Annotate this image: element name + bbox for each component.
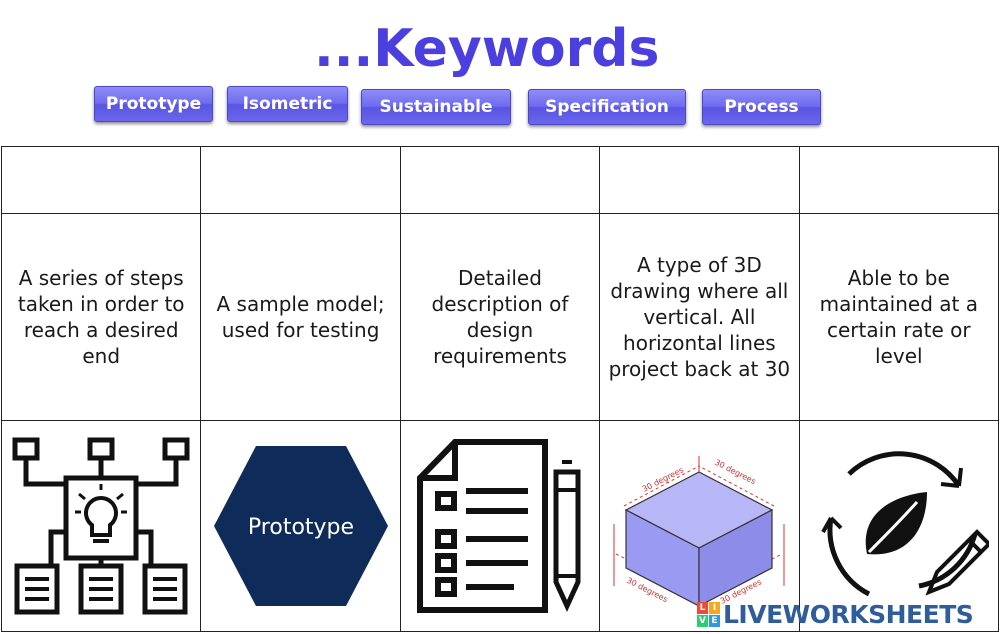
keyword-chip-process[interactable]: Process <box>702 89 821 125</box>
image-cell-2: Prototype <box>200 419 401 633</box>
keyword-chip-sustainable[interactable]: Sustainable <box>361 89 511 125</box>
definition-4: A type of 3D drawing where all vertical.… <box>599 213 800 421</box>
keyword-chip-specification[interactable]: Specification <box>528 89 686 125</box>
drop-zone-1[interactable] <box>0 145 202 215</box>
image-cell-5 <box>798 419 1000 633</box>
image-row: Prototype <box>0 419 1000 633</box>
image-cell-4: 30 degrees 30 degrees 30 degrees 30 degr… <box>599 419 800 633</box>
keyword-chip-prototype[interactable]: Prototype <box>94 86 213 122</box>
liveworksheets-logo-mark: L I V E <box>697 601 720 627</box>
drop-zone-4[interactable] <box>599 145 800 215</box>
liveworksheets-logo: L I V E LIVEWORKSHEETS <box>697 599 997 629</box>
definition-3: Detailed description of design requireme… <box>399 213 601 421</box>
answer-row <box>0 145 1000 215</box>
drop-zone-2[interactable] <box>200 145 401 215</box>
definition-5: Able to be maintained at a certain rate … <box>798 213 1000 421</box>
flowchart-lightbulb-icon <box>12 437 190 615</box>
drop-zone-3[interactable] <box>399 145 601 215</box>
definition-1: A series of steps taken in order to reac… <box>0 213 202 421</box>
specification-document-pencil-icon <box>416 438 581 613</box>
isometric-cube-icon: 30 degrees 30 degrees 30 degrees 30 degr… <box>613 455 785 607</box>
prototype-hexagon-label: Prototype <box>248 515 354 540</box>
image-cell-3 <box>399 419 601 633</box>
angle-label: 30 degrees <box>713 458 757 486</box>
keyword-chip-isometric[interactable]: Isometric <box>227 86 348 122</box>
keyword-match-table: A series of steps taken in order to reac… <box>0 145 1000 633</box>
definition-row: A series of steps taken in order to reac… <box>0 213 1000 421</box>
drop-zone-5[interactable] <box>798 145 1000 215</box>
page-title: ...Keywords <box>314 19 660 79</box>
prototype-hexagon-icon: Prototype <box>213 445 388 606</box>
image-cell-1 <box>0 419 202 633</box>
sustainable-leaf-pencil-icon <box>821 451 989 596</box>
definition-2: A sample model; used for testing <box>200 213 401 421</box>
brand-name: LIVEWORKSHEETS <box>723 599 974 629</box>
